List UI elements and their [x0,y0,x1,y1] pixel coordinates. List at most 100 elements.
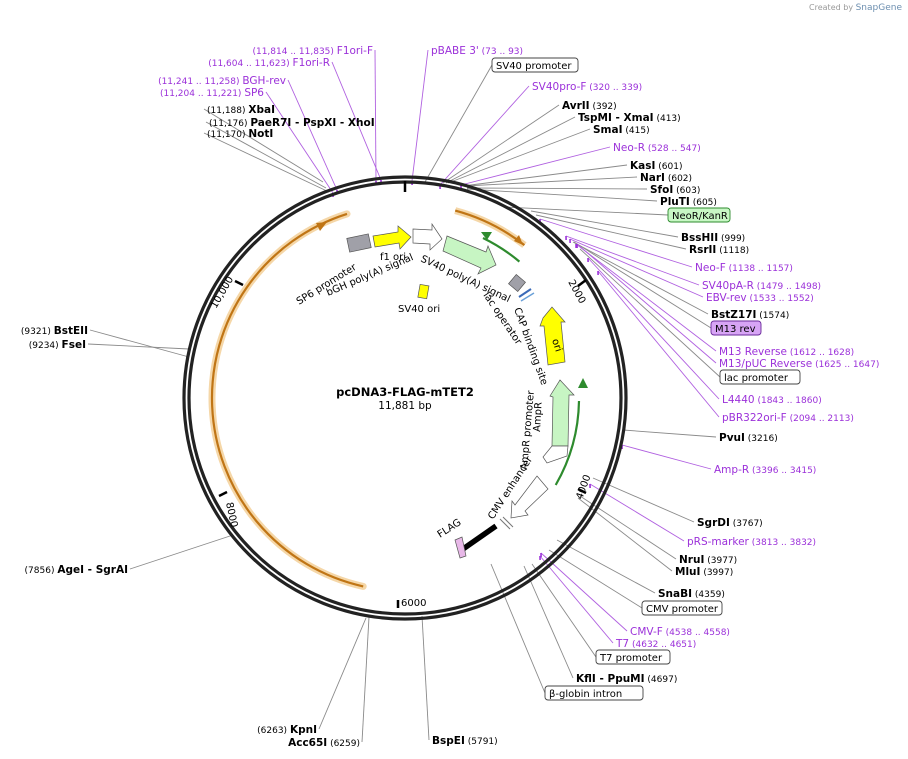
tspmi-xmai-label: TspMI - XmaI (413) [578,112,681,124]
sp6-label: (11,204 .. 11,221) SP6 [160,87,264,99]
neor-kanr-box [667,207,731,223]
t7-promoter-label: T7 promoter [599,653,663,664]
green-arc-2 [554,400,581,486]
sv40-ori-label: SV40 ori [398,304,440,315]
rsrii-label: RsrII (1118) [689,244,749,256]
t7-leader [539,555,614,644]
kpni-label: (6263) KpnI [257,724,317,736]
neor-kanr-leader [504,206,669,216]
l4440-label: L4440 (1843 .. 1860) [722,394,822,406]
ebv-rev-label: EBV-rev (1533 .. 1552) [706,292,814,304]
cmv-promoter-leader [548,549,643,609]
lac-promoter-leader [579,248,721,378]
sp6-leader [265,91,334,194]
sv40-promoter-feature [412,222,443,251]
sfoi-leader [466,187,648,190]
nrui-label: NruI (3977) [679,554,737,566]
snapgene-credit: Created by SnapGene [809,3,902,13]
neor-kanr-label: NeoR/KanR [672,211,728,222]
pluti-leader [466,188,658,202]
bsteii-label: (9321) BstEII [21,325,88,337]
globin-intron-box [544,685,644,701]
tick-mark [234,279,244,287]
bgh-rev-label: (11,241 .. 11,258) BGH-rev [158,75,286,87]
orf-arrow-head [316,222,327,231]
pluti-label: PluTI (605) [660,196,717,208]
pvui-label: PvuI (3216) [719,432,778,444]
acc65i-label: Acc65I (6259) [288,737,360,749]
m13-reverse-label: M13 Reverse (1612 .. 1628) [719,346,854,358]
tick-label: 6000 [401,598,426,609]
globin-intron-label: β-globin intron [549,689,622,700]
lac-promoter-box [719,369,801,385]
sp6-promoter-feature [346,233,372,253]
rsrii-leader [535,214,687,250]
f1-ori-feature [372,225,412,250]
green-arrow-1 [481,232,492,240]
neo-arc-halo [454,207,527,248]
noti-label: (11,170) NotI [207,128,273,140]
l4440-leader [587,257,720,400]
tick-label: 8000 [223,501,239,528]
f1ori-f-label: (11,814 .. 11,835) F1ori-F [252,45,373,57]
nari-leader [464,176,638,187]
globin-intron-leader [490,563,546,694]
lac-operator-feature [518,288,532,298]
sv40-promoter-box [491,57,579,73]
sv40-pa-feature [508,274,526,292]
f1ori-r-leader [331,61,382,181]
avrii-leader [442,104,560,184]
prs-marker-label: pRS-marker (3813 .. 3832) [687,536,816,548]
green-arc-1 [482,237,521,263]
sv40-poly-a-signal-label: SV40 poly(A) signal [419,254,512,305]
bsteii-leader [89,329,190,358]
ampr-promoter-feature [542,445,569,464]
sgrdi-label: SgrDI (3767) [697,517,763,529]
cmv-promoter-bar [499,518,511,530]
pvui-leader [622,429,717,438]
m13-puc-reverse-leader [576,243,717,364]
t7-label: T7 (4632 .. 4651) [615,638,696,650]
m13-rev-leader [573,241,712,329]
neo-f-leader [539,218,693,268]
kpni-leader [318,617,367,730]
bspei-leader [421,615,430,741]
ori-feature [539,306,566,366]
plasmid-name: pcDNA3-FLAG-mTET2 [336,385,474,399]
cap-site-feature [520,292,535,302]
snapgene-logo-text: SnapGene [855,3,902,13]
sfoi-label: SfoI (603) [650,184,700,196]
ori-label: ori [549,338,563,354]
xbai-leader [203,108,324,183]
agei-sgrai-leader [129,534,234,570]
plasmid-backbone [182,175,628,621]
cmv-promoter-box [641,600,723,616]
f1ori-f-leader [374,49,377,182]
fsei-label: (9234) FseI [29,339,86,351]
kasi-leader [462,164,628,187]
neor-feature [442,235,497,275]
xbai-label: (11,188) XbaI [207,104,275,116]
sv40pa-r-leader [565,235,700,286]
pbr322ori-f-leader [597,270,720,418]
paer7i-pspxi-xhoi-leader [205,121,327,189]
sv40pro-f-label: SV40pro-F (320 .. 339) [532,81,642,93]
acc65i-leader [361,616,370,743]
cmv-f-label: CMV-F (4538 .. 4558) [630,626,730,638]
ampr-label: AmpR [532,402,545,432]
t7-promoter-box [595,649,671,665]
bsshii-label: BssHII (999) [681,232,745,244]
agei-sgrai-label: (7856) AgeI - SgrAI [25,564,128,576]
f1-ori-label: f1 ori [380,252,406,263]
avrii-label: AvrII (392) [562,100,617,112]
cmv-enhancer-feature [510,475,549,519]
m13-puc-reverse-label: M13/pUC Reverse (1625 .. 1647) [719,358,879,370]
neo-r-leader [460,146,611,186]
flag-feature [454,536,467,559]
cmv-promoter-label: CMV promoter [646,604,719,615]
tick-mark [577,279,587,287]
kasi-label: KasI (601) [630,160,682,172]
green-arrow-2 [578,378,588,388]
credit-prefix: Created by [809,3,854,12]
ebv-rev-leader [569,238,704,298]
